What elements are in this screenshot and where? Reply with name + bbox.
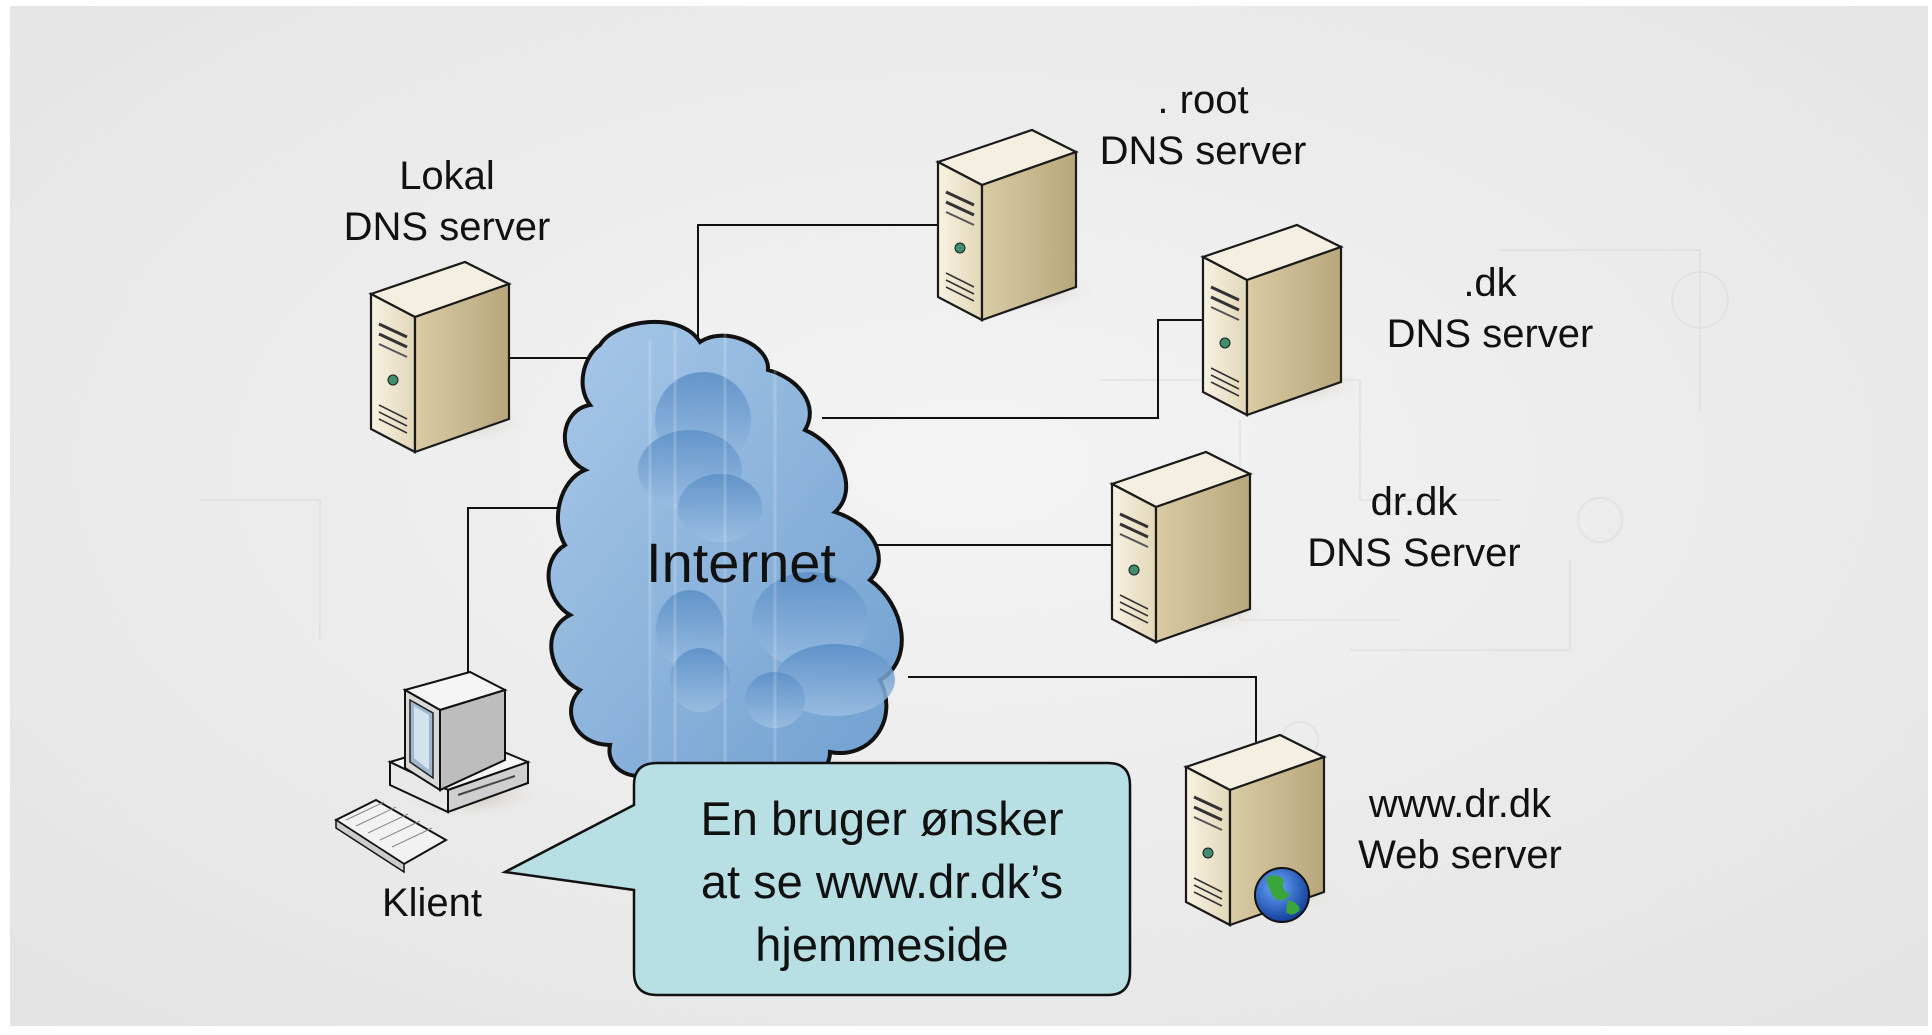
link-client	[467, 507, 570, 688]
drdk-dns-server-icon	[1110, 450, 1271, 644]
lokal-dns-server-icon	[369, 260, 530, 454]
globe-icon	[1254, 867, 1310, 923]
node-labels: . root DNS server Lokal DNS server .dk D…	[344, 78, 1594, 925]
lokal-server-label-line1: Lokal	[399, 154, 495, 198]
user-request-callout: En bruger ønsker at se www.dr.dk’s hjemm…	[500, 761, 1132, 997]
dk-dns-server-icon	[1201, 223, 1362, 417]
link-root	[697, 224, 940, 340]
internet-cloud: Internet	[546, 319, 904, 795]
root-dns-server-icon	[936, 128, 1097, 322]
lokal-server-label-line2: DNS server	[344, 205, 551, 249]
network-links	[440, 224, 1257, 742]
callout-line3: hjemmeside	[755, 918, 1008, 971]
callout-line2: at se www.dr.dk’s	[701, 855, 1063, 908]
drdk-server-label-line1: dr.dk	[1371, 480, 1459, 524]
dk-server-label-line2: DNS server	[1387, 312, 1594, 356]
callout-line1: En bruger ønsker	[700, 792, 1063, 845]
drdk-server-label-line2: DNS Server	[1307, 531, 1520, 575]
link-dk	[822, 319, 1205, 419]
client-label: Klient	[382, 881, 482, 925]
web-server-label-line1: www.dr.dk	[1368, 782, 1552, 826]
link-web	[908, 676, 1257, 742]
internet-label: Internet	[646, 531, 836, 594]
root-server-label-line2: DNS server	[1100, 129, 1307, 173]
web-server-label-line2: Web server	[1358, 833, 1562, 877]
root-server-label-line1: . root	[1157, 78, 1248, 122]
dk-server-label-line1: .dk	[1463, 261, 1517, 305]
client-computer-icon	[333, 670, 545, 874]
